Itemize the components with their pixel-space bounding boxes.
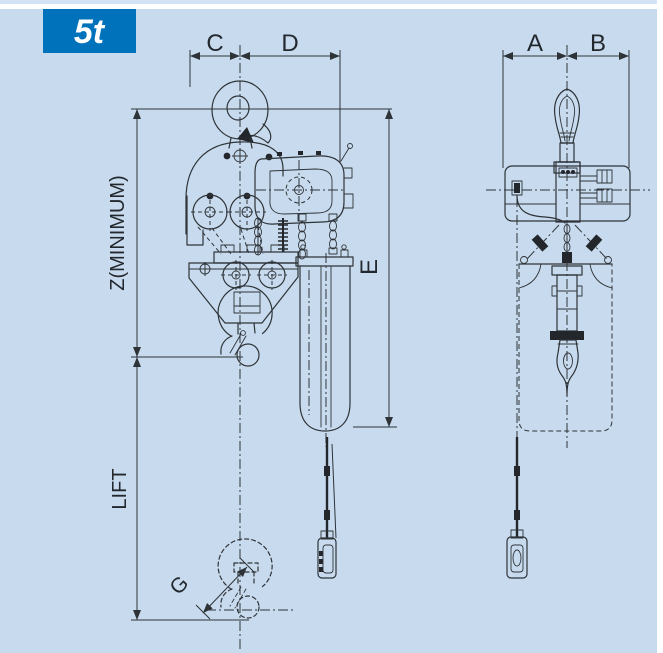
dim-label-c: C xyxy=(206,30,223,57)
power-cable xyxy=(516,194,566,224)
sheaves xyxy=(191,193,266,255)
dim-label-a: A xyxy=(527,30,543,57)
side-view-drawing xyxy=(486,45,650,579)
top-hook xyxy=(211,80,272,149)
bottom-block-side xyxy=(550,265,584,397)
dim-label-z-minimum: Z(MINIMUM) xyxy=(107,175,129,291)
top-strip-blue xyxy=(0,0,663,4)
top-strip-white xyxy=(0,4,663,9)
chain-container-front xyxy=(295,244,354,447)
capacity-badge: 5t xyxy=(43,9,136,53)
chain-wheel-housing xyxy=(254,143,354,225)
bottom-hook xyxy=(217,285,273,367)
dim-label-e: E xyxy=(356,259,383,275)
dim-label-b: B xyxy=(590,30,606,57)
container-suspension xyxy=(520,221,612,264)
pendant-control-front xyxy=(317,437,337,579)
dimension-labels: C D A B E Z(MINIMUM) LIFT G xyxy=(107,30,606,599)
chain-container-side xyxy=(518,263,613,432)
dimension-lines xyxy=(131,50,630,621)
dim-label-d: D xyxy=(281,30,298,57)
pendant-control-side xyxy=(506,197,528,579)
right-strip-white xyxy=(657,0,663,653)
bottom-block xyxy=(188,244,299,324)
capacity-label: 5t xyxy=(74,13,106,51)
hoist-body-side xyxy=(486,161,650,224)
dim-label-lift: LIFT xyxy=(109,468,131,509)
